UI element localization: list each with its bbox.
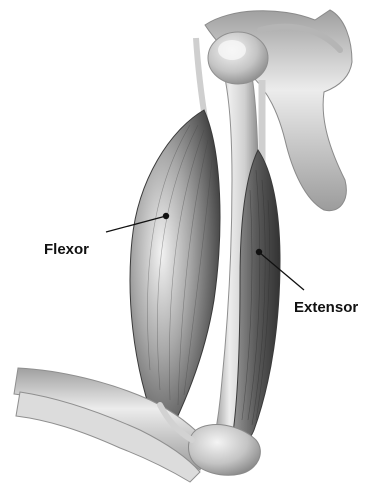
flexor-pointer-dot [163, 213, 169, 219]
flexor-muscle [130, 110, 220, 427]
extensor-pointer-dot [256, 249, 262, 255]
flexor-label: Flexor [44, 241, 89, 258]
extensor-label: Extensor [294, 299, 358, 316]
humeral-head-highlight [218, 40, 246, 60]
